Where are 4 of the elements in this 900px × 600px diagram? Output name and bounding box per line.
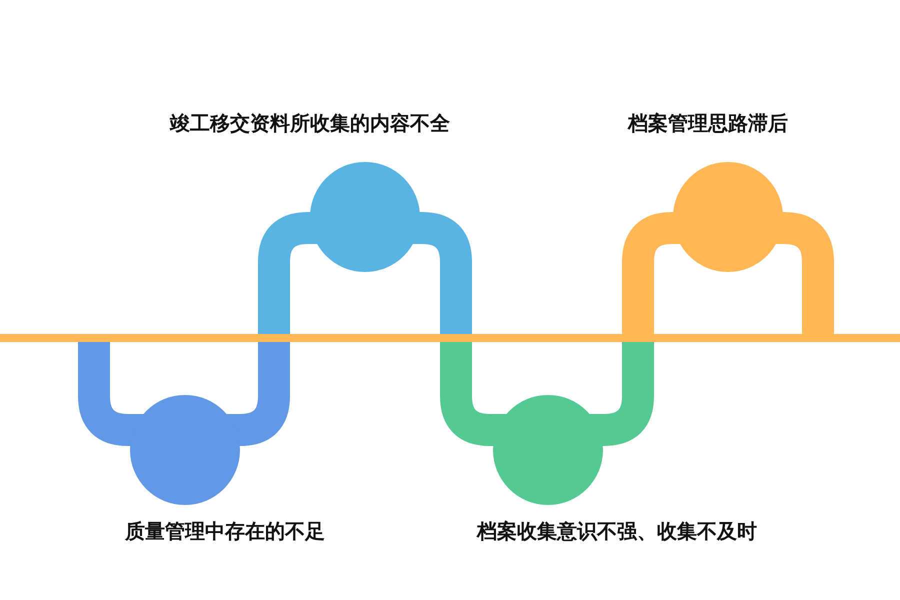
heading-text: 档案收集意识不强、收集不及时 <box>477 518 757 545</box>
heading-text: 质量管理中存在的不足 <box>125 518 325 545</box>
heading-text: 档案管理思路滞后 <box>628 110 788 137</box>
heading-text: 竣工移交资料所收集的内容不全 <box>170 110 450 137</box>
